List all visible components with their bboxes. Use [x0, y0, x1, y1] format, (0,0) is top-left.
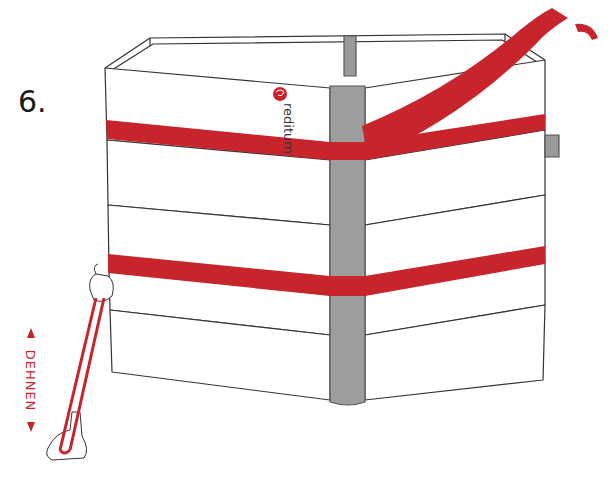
brand-logo-text: reditum: [280, 103, 295, 154]
step-number: 6.: [18, 84, 47, 119]
stretch-label: DEHNEN: [23, 349, 38, 411]
